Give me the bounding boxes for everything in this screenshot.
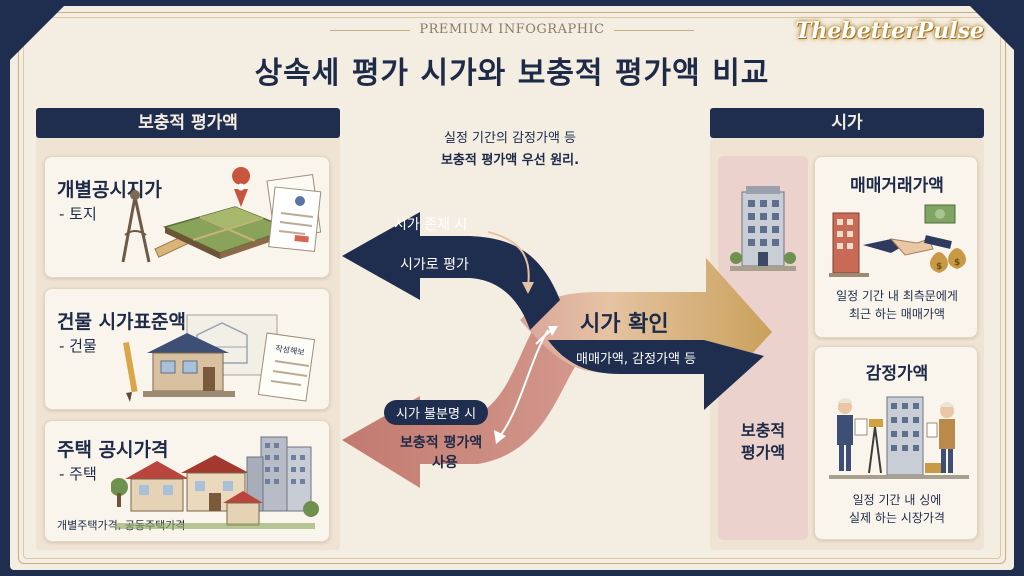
upper-arrow	[342, 212, 560, 330]
main-arrow-lower-band	[548, 340, 764, 410]
lower-arrow-sublabel: 사용	[432, 455, 458, 471]
right-heading: 시가	[710, 108, 984, 138]
center-note: 실정 기간의 감정가액 등 보충적 평가액 우선 원리.	[400, 128, 620, 172]
card-description: 일정 기간 내 최측문에게 최근 하는 매매가액	[815, 287, 979, 323]
card-appraisal-price: 감정가액 일정 기간 내 싱에 실제 하는 시장가격	[814, 346, 978, 540]
card-description-line2: 실제 하는 시장가격	[849, 511, 945, 525]
upper-arrow-label: 시가 존재 시	[394, 217, 468, 233]
card-building-value: 건물 시가표준액 - 건물 작성해보	[44, 288, 330, 410]
card-land-price: 개별공시지가 - 토지	[44, 156, 330, 278]
card-description-line1: 일정 기간 내 싱에	[852, 493, 942, 507]
subtitle-rule-right	[614, 30, 694, 31]
card-title: 주택 공시가격	[57, 439, 169, 461]
confirm-subtitle: 매매가액, 감정가액 등	[576, 352, 697, 367]
card-trade-price: 매매거래가액 $ $ 일정 기간 내 최측문에게 최근 하는 매매가액	[814, 156, 978, 338]
card-subtitle: - 건물	[59, 337, 97, 355]
svg-text:$: $	[936, 262, 942, 272]
card-title: 건물 시가표준액	[57, 311, 186, 333]
subtitle: PREMIUM INFOGRAPHIC	[419, 22, 605, 37]
document-label: 작성해보	[275, 343, 306, 357]
center-note-line2: 보충적 평가액 우선 원리.	[440, 153, 580, 168]
card-subtitle: - 주택	[59, 465, 97, 483]
corner-decoration-right	[964, 0, 1024, 60]
center-note-line1: 실정 기간의 감정가액 등	[444, 131, 576, 146]
card-title: 매매거래가액	[850, 176, 944, 196]
lower-arrow	[342, 300, 600, 488]
corner-decoration-left	[0, 0, 70, 70]
lower-arrow-pill: 시가 불분명 시	[384, 400, 489, 425]
right-column-label-line1: 보충적	[740, 421, 786, 440]
houses-apartments-icon	[111, 436, 319, 529]
card-description-line2: 최근 하는 매매가액	[849, 307, 945, 321]
confirm-title: 시가 확인	[580, 312, 669, 337]
svg-text:$: $	[954, 258, 960, 268]
right-column-label: 보충적 평가액	[718, 420, 808, 464]
brand-logo: ThebetterPulse	[795, 18, 984, 44]
handshake-money-icon: $ $	[829, 204, 966, 277]
card-title: 감정가액	[865, 364, 929, 384]
appraisers-building-icon	[829, 396, 969, 479]
building-blueprint-icon: 작성해보	[122, 314, 316, 402]
card-subtitle: - 토지	[59, 205, 97, 223]
lower-arrow-label: 보충적 평가액	[400, 435, 483, 451]
right-column-label-line2: 평가액	[740, 443, 786, 462]
office-building-icon	[730, 186, 796, 271]
page-title: 상속세 평가 시가와 보충적 평가액 비교	[254, 56, 770, 91]
card-description-line1: 일정 기간 내 최측문에게	[836, 289, 958, 303]
subtitle-rule-left	[330, 30, 410, 31]
land-map-icon	[121, 167, 322, 263]
left-heading: 보충적 평가액	[36, 108, 340, 138]
card-house-price: 주택 공시가격 - 주택 개별주택가격, 공동주택가격	[44, 420, 330, 542]
upper-arrow-sublabel: 시가로 평가	[400, 257, 469, 273]
card-description: 일정 기간 내 싱에 실제 하는 시장가격	[815, 491, 979, 527]
